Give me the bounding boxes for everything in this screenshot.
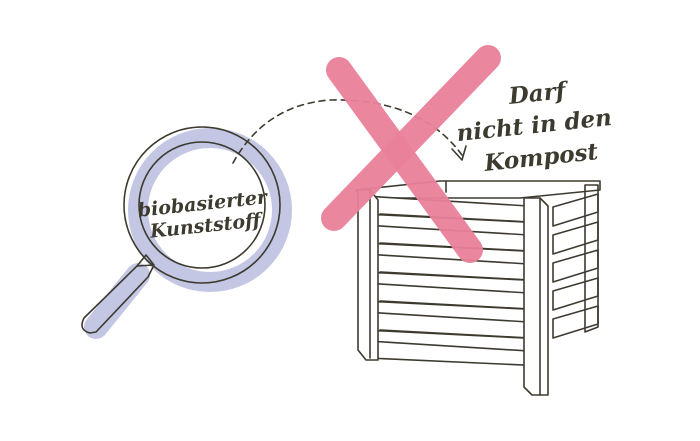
magnifying-glass-icon [81,126,292,339]
dashed-arrow-icon [232,99,467,164]
warning-text-line3: Kompost [482,138,600,177]
x-cross-icon [321,45,501,263]
compost-bin-icon [355,180,601,396]
warning-text-line1: Darf [507,77,571,110]
